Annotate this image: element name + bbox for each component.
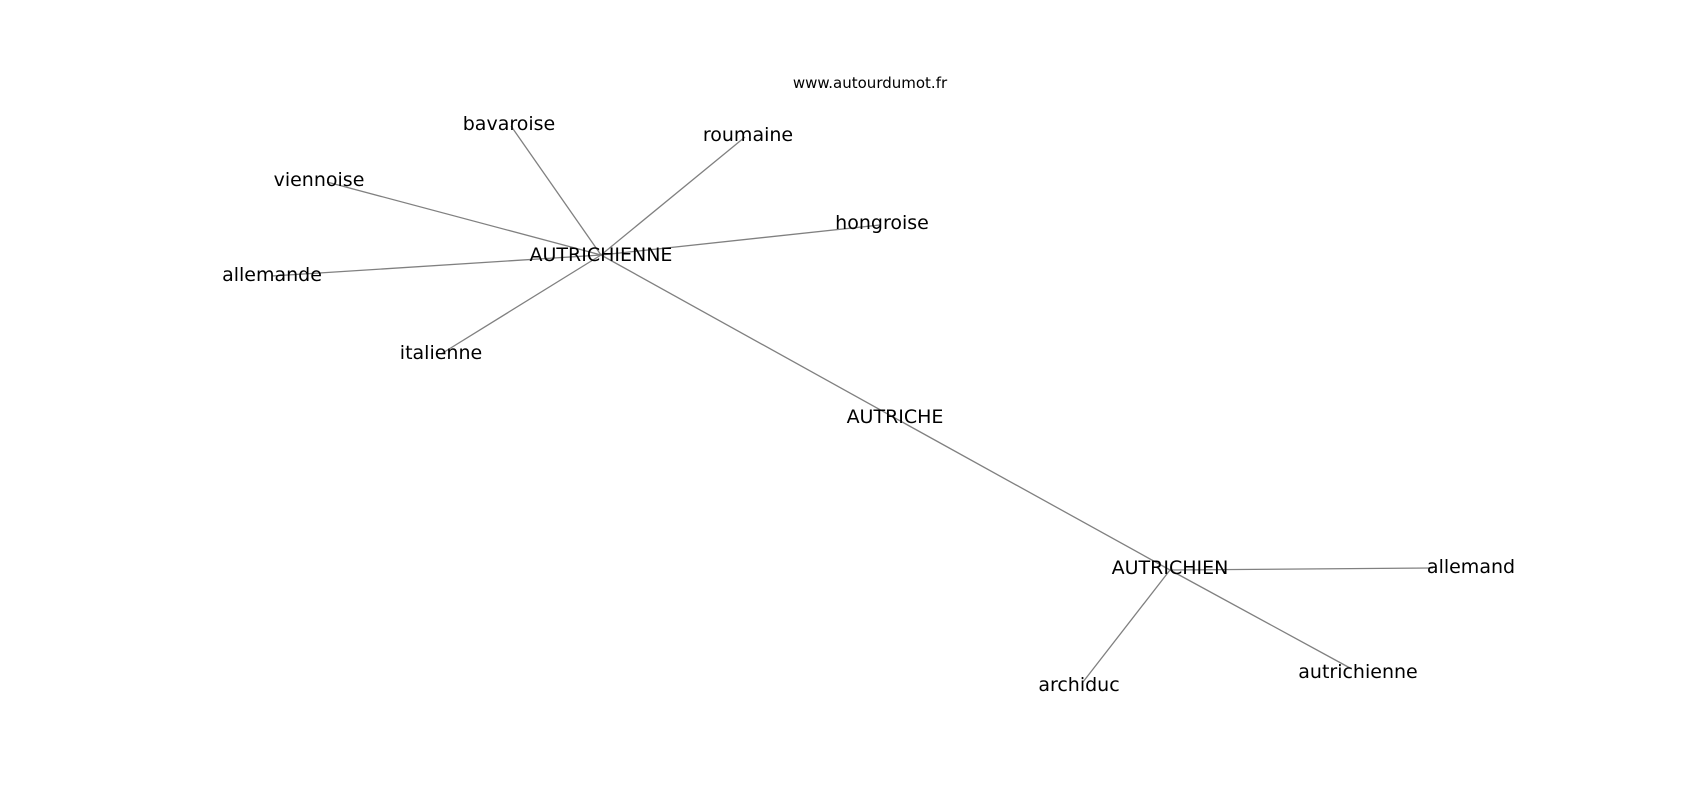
graph-edges: [271, 125, 1434, 683]
site-credit: www.autourdumot.fr: [793, 74, 948, 92]
edge-autrichienne_hub-hongroise: [600, 224, 881, 256]
node-label-autrichienne[interactable]: autrichienne: [1298, 661, 1417, 683]
graph-labels: AUTRICHE AUTRICHIENNE AUTRICHIEN bavaroise r…: [222, 113, 1515, 696]
node-label-allemande[interactable]: allemande: [222, 264, 322, 286]
edge-autrichienne_hub-bavaroise: [510, 125, 602, 256]
node-label-allemand[interactable]: allemand: [1427, 556, 1515, 578]
node-label-autrichienne_hub[interactable]: AUTRICHIENNE: [530, 244, 673, 266]
node-label-autrichien_hub[interactable]: AUTRICHIEN: [1112, 557, 1229, 579]
edge-autrichienne_hub-italienne: [440, 254, 602, 355]
edge-autrichien_hub-archiduc: [1082, 569, 1171, 683]
node-label-bavaroise[interactable]: bavaroise: [463, 113, 555, 135]
node-label-roumaine[interactable]: roumaine: [703, 124, 793, 146]
node-label-italienne[interactable]: italienne: [400, 342, 482, 364]
node-label-hongroise[interactable]: hongroise: [835, 212, 929, 234]
edge-autrichienne_hub-roumaine: [600, 136, 746, 256]
edge-autrichien_hub-autrichienne: [1169, 569, 1351, 669]
edge-autrichien_hub-allemand: [1169, 567, 1434, 571]
node-label-viennoise[interactable]: viennoise: [274, 169, 365, 191]
edge-autrichienne_hub-viennoise: [326, 181, 602, 256]
edge-autrichienne_hub-allemande: [271, 254, 602, 277]
node-label-autriche[interactable]: AUTRICHE: [847, 406, 944, 428]
node-label-archiduc[interactable]: archiduc: [1038, 674, 1119, 696]
edge-autriche-autrichien_hub: [903, 422, 1171, 571]
edge-autrichienne_hub-autriche: [600, 254, 905, 424]
